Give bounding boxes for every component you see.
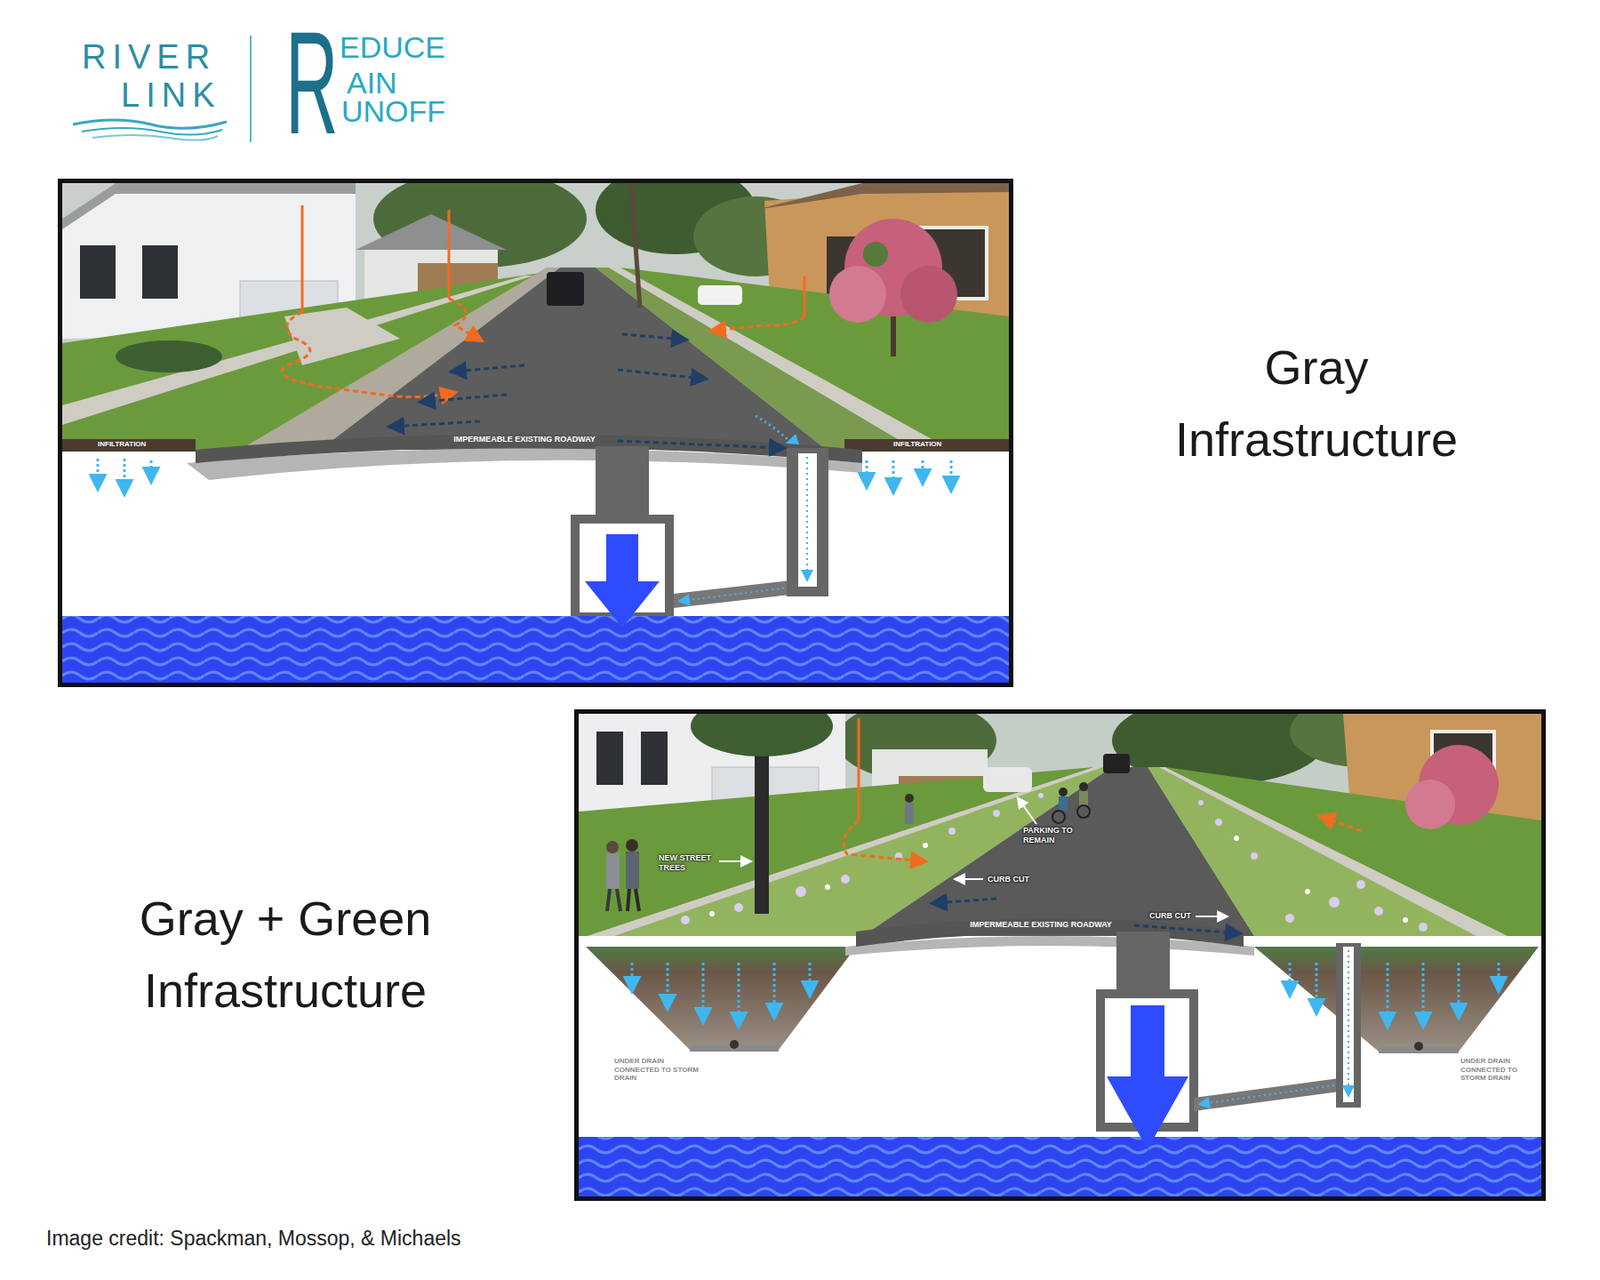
cross-section xyxy=(62,434,1009,684)
gray-green-street-illustration xyxy=(578,713,1542,1197)
logo-word: LINK xyxy=(120,78,221,112)
drain-label: UNDER DRAIN CONNECTED TO STORM DRAIN xyxy=(614,1056,704,1083)
panel-heading: Gray + Green Infrastructure xyxy=(89,882,481,1027)
panel-heading: Gray Infrastructure xyxy=(1120,331,1512,476)
drain-label: UNDER DRAIN CONNECTED TO STORM DRAIN xyxy=(1460,1056,1537,1083)
callout-label: CURB CUT xyxy=(987,874,1030,885)
logo-word: UNOFF xyxy=(341,96,446,127)
logo-initial: R xyxy=(285,9,339,157)
infiltration-label: INFILTRATION xyxy=(97,440,146,449)
roadway-label: IMPERMEABLE EXISTING ROADWAY xyxy=(435,434,614,445)
roadway-label: IMPERMEABLE EXISTING ROADWAY xyxy=(952,920,1130,930)
logo-art xyxy=(0,0,1600,178)
runoff-arrows xyxy=(719,718,1361,917)
callout-label: NEW STREET TREES xyxy=(658,853,718,873)
illustration-panel: INFILTRATION IMPERMEABLE EXISTING ROADWAY… xyxy=(57,178,1014,688)
cross-section xyxy=(578,918,1542,1197)
callout-label: PARKING TO REMAIN xyxy=(1023,825,1093,846)
callout-label: CURB CUT xyxy=(1149,911,1192,921)
street-photo xyxy=(62,183,1009,450)
illustration-panel: NEW STREET TREES PARKING TO REMAIN CURB CU… xyxy=(574,709,1546,1201)
logo-word: AIN xyxy=(346,67,398,98)
logo-word: EDUCE xyxy=(339,32,446,63)
gray-street-illustration xyxy=(62,183,1009,683)
infiltration-label: INFILTRATION xyxy=(893,440,942,449)
street-photo xyxy=(578,713,1542,936)
runoff-arrows xyxy=(281,205,805,450)
image-credit: Image credit: Spackman, Mossop, & Michae… xyxy=(46,1226,462,1252)
logo-word: RIVER xyxy=(81,40,216,74)
